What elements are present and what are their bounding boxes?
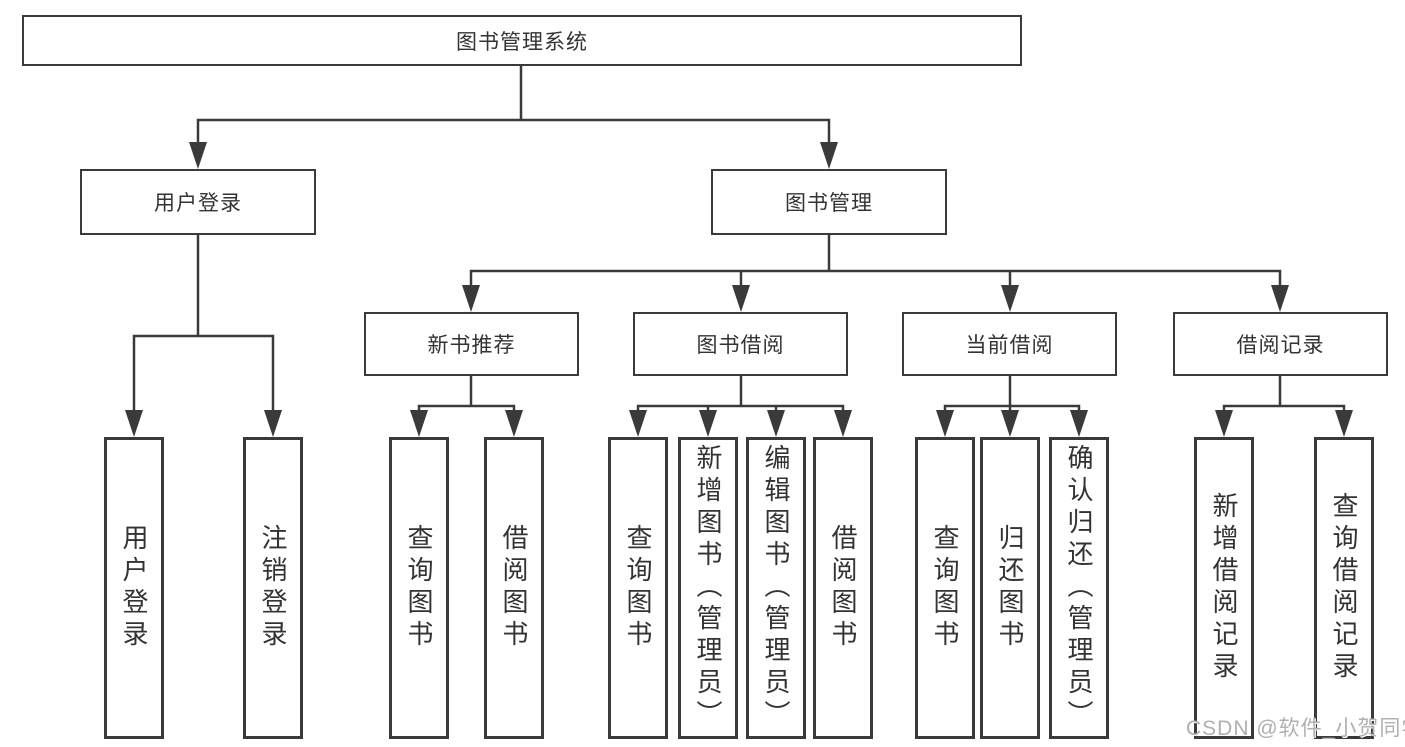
leaf-logout-label: 注销登录: [258, 524, 288, 652]
node-user-login: 用户登录: [80, 169, 316, 235]
leaf-records-query-label: 查询借阅记录: [1329, 492, 1359, 684]
leaf-logout: 注销登录: [243, 437, 303, 739]
leaf-borrowing-borrow-label: 借阅图书: [828, 524, 858, 652]
leaf-borrowing-query-label: 查询图书: [623, 524, 653, 652]
connector-user-login-children: [125, 235, 282, 437]
leaf-borrowing-add-admin: 新增图书（管理员）: [678, 437, 738, 739]
connector-book-borrowing-children: [629, 376, 852, 437]
leaf-borrowing-edit-admin-label: 编辑图书（管理员）: [761, 444, 791, 732]
leaf-current-return: 归还图书: [980, 437, 1040, 739]
leaf-current-query-label: 查询图书: [930, 524, 960, 652]
connector-root-to-level1: [189, 66, 838, 169]
leaf-current-confirm-admin: 确认归还（管理员）: [1049, 437, 1109, 739]
leaf-records-query: 查询借阅记录: [1314, 437, 1374, 739]
watermark: CSDN @软件_小贺同学: [1186, 717, 1405, 740]
leaf-current-query: 查询图书: [915, 437, 975, 739]
leaf-newbooks-borrow-label: 借阅图书: [499, 524, 529, 652]
node-root: 图书管理系统: [22, 15, 1022, 66]
leaf-borrowing-borrow: 借阅图书: [813, 437, 873, 739]
leaf-records-add-label: 新增借阅记录: [1209, 492, 1239, 684]
node-borrow-records: 借阅记录: [1173, 312, 1388, 376]
node-book-management: 图书管理: [711, 169, 947, 235]
node-book-borrowing: 图书借阅: [633, 312, 848, 376]
leaf-newbooks-borrow: 借阅图书: [484, 437, 544, 739]
leaf-borrowing-edit-admin: 编辑图书（管理员）: [746, 437, 806, 739]
leaf-borrowing-add-admin-label: 新增图书（管理员）: [693, 444, 723, 732]
node-current-borrowing: 当前借阅: [902, 312, 1117, 376]
leaf-borrowing-query: 查询图书: [608, 437, 668, 739]
leaf-records-add: 新增借阅记录: [1194, 437, 1254, 739]
leaf-current-confirm-admin-label: 确认归还（管理员）: [1064, 444, 1094, 732]
leaf-user-login: 用户登录: [104, 437, 164, 739]
leaf-user-login-label: 用户登录: [119, 524, 149, 652]
node-new-books: 新书推荐: [364, 312, 579, 376]
leaf-newbooks-query-label: 查询图书: [404, 524, 434, 652]
connector-borrow-records-children: [1215, 376, 1353, 437]
leaf-newbooks-query: 查询图书: [389, 437, 449, 739]
leaf-current-return-label: 归还图书: [995, 524, 1025, 652]
connector-book-management-children: [462, 235, 1289, 312]
connector-current-borrowing-children: [936, 376, 1088, 437]
connector-new-books-children: [410, 376, 523, 437]
